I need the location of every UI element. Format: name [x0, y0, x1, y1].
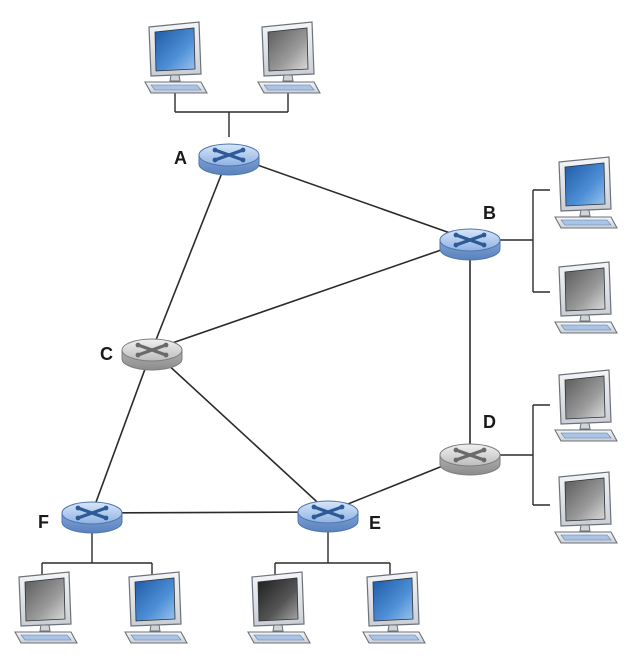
router-d	[439, 443, 501, 476]
lan-d-wiring	[494, 404, 550, 506]
router-arrows-icon	[75, 505, 109, 521]
router-arrows-icon	[453, 447, 487, 463]
router-label-e: E	[369, 513, 381, 533]
router-b	[439, 228, 501, 261]
host-computer-icon	[124, 571, 188, 644]
router-arrows-icon	[135, 342, 169, 358]
router-arrows-icon	[311, 504, 345, 520]
lan-a-wiring	[174, 92, 289, 137]
host-computer-icon	[554, 261, 618, 334]
router-e	[297, 500, 359, 533]
lan-b-wiring	[494, 189, 550, 293]
router-f	[61, 501, 123, 534]
host-computer-icon	[554, 369, 618, 442]
lan-f-wiring	[41, 531, 153, 578]
router-arrows-icon	[453, 232, 487, 248]
router-a	[198, 143, 260, 176]
router-label-b: B	[483, 203, 496, 223]
link-b-c	[151, 239, 471, 351]
router-arrows-icon	[212, 147, 246, 163]
router-label-c: C	[100, 344, 113, 364]
link-a-c	[151, 154, 230, 351]
host-computer-icon	[362, 571, 426, 644]
link-c-e	[151, 349, 329, 513]
link-f-e	[91, 511, 329, 514]
lan-e-wiring	[274, 530, 391, 578]
router-label-a: A	[174, 148, 187, 168]
link-a-b	[228, 154, 471, 241]
host-computer-icon	[144, 21, 208, 94]
router-label-f: F	[38, 512, 49, 532]
host-computer-icon	[247, 571, 311, 644]
router-label-d: D	[483, 412, 496, 432]
host-computer-icon	[554, 471, 618, 544]
link-c-f	[91, 349, 153, 514]
router-c	[121, 338, 183, 371]
host-computer-icon	[14, 571, 78, 644]
host-computer-icon	[554, 156, 618, 229]
host-computer-icon	[257, 21, 321, 94]
